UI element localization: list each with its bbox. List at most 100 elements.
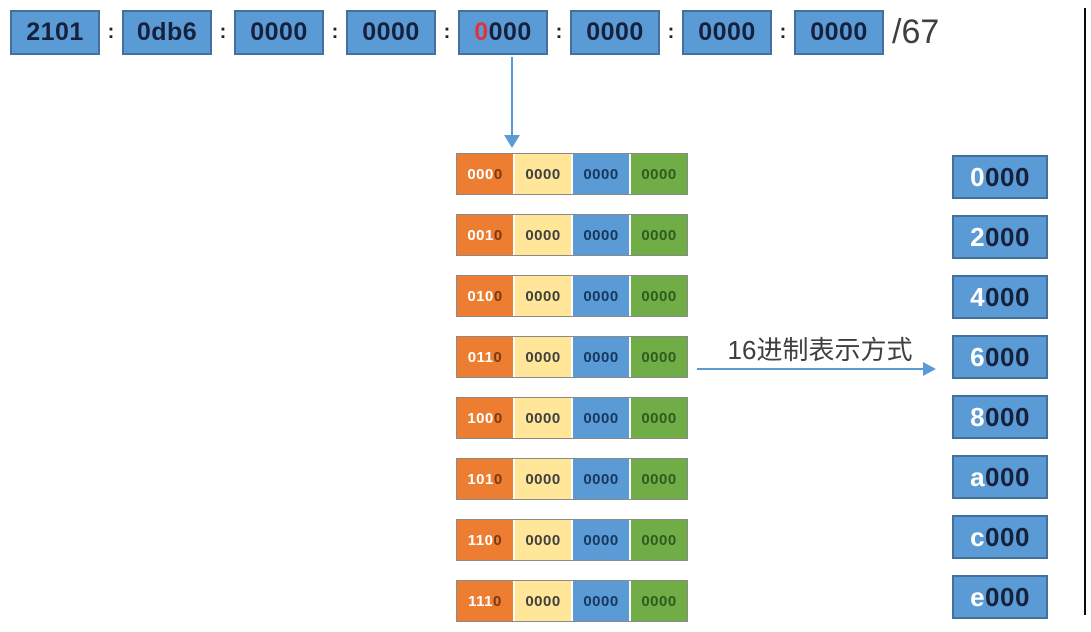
binary-group-cell: 0000: [515, 337, 571, 377]
binary-group-cell: 0000: [515, 276, 571, 316]
binary-group-cell: 0000: [515, 581, 571, 621]
address-segment-4: 0000: [346, 10, 436, 55]
binary-group-cell: 0000: [573, 337, 629, 377]
subnet-bits: 000: [467, 165, 494, 183]
host-bit: 0: [493, 531, 503, 549]
binary-group-cell: 0000: [573, 581, 629, 621]
binary-group-cell: 0000: [573, 154, 629, 194]
hex-subnet-digit: 4: [970, 281, 986, 312]
subnet-bits: 110: [467, 531, 494, 549]
address-segment-2: 0db6: [122, 10, 212, 55]
address-segment-8: 0000: [794, 10, 884, 55]
segment-separator: :: [107, 21, 115, 43]
binary-group-cell: 0000: [573, 398, 629, 438]
hex-rest: 000: [985, 581, 1030, 612]
right-arrow-line: [697, 368, 925, 370]
segment-text: 0000: [586, 18, 644, 46]
segment-text: 0000: [810, 18, 868, 46]
prefix-length-label: /67: [892, 13, 940, 51]
binary-group-cell: 0000: [631, 581, 687, 621]
segment-separator: :: [779, 21, 787, 43]
binary-group-cell: 0000: [631, 337, 687, 377]
page-border-line: [1084, 8, 1086, 615]
binary-group-cell: 0000: [631, 154, 687, 194]
binary-group-cell: 0000: [515, 154, 571, 194]
host-bit: 0: [493, 409, 503, 427]
subnet-bits: 100: [467, 409, 494, 427]
host-bit: 0: [493, 287, 503, 305]
subnet-bits: 101: [467, 470, 494, 488]
segment-text: 000: [488, 18, 532, 46]
binary-group-cell: 0000: [631, 215, 687, 255]
binary-group-cell: 0000: [515, 215, 571, 255]
segment-separator: :: [331, 21, 339, 43]
binary-group-cell: 0000: [631, 276, 687, 316]
hex-conversion-label: 16进制表示方式: [727, 335, 913, 365]
hex-rest: 000: [985, 161, 1030, 192]
hex-rest: 000: [985, 461, 1030, 492]
segment-separator: :: [555, 21, 563, 43]
binary-group-cell: 0000: [515, 398, 571, 438]
hex-rest: 000: [985, 521, 1030, 552]
hex-rest: 000: [985, 341, 1030, 372]
host-bit: 0: [493, 470, 503, 488]
binary-group-cell: 0000: [515, 520, 571, 560]
address-segment-1: 2101: [10, 10, 100, 55]
binary-group-cell: 0000: [573, 459, 629, 499]
binary-group-cell: 0000: [631, 520, 687, 560]
segment-text: 0000: [362, 18, 420, 46]
host-bit: 0: [493, 165, 503, 183]
binary-group-cell: 0000: [573, 215, 629, 255]
hex-subnet-digit: 2: [970, 221, 986, 252]
hex-subnet-digit: e: [970, 581, 986, 612]
host-bit: 0: [493, 348, 503, 366]
hex-subnet-digit: c: [970, 521, 986, 552]
subnet-bits: 010: [467, 287, 494, 305]
segment-separator: :: [667, 21, 675, 43]
hex-rest: 000: [985, 401, 1030, 432]
host-bit: 0: [493, 226, 503, 244]
segment-text: 0000: [698, 18, 756, 46]
address-segment-7: 0000: [682, 10, 772, 55]
binary-group-cell: 0000: [631, 398, 687, 438]
segment-text: 0000: [250, 18, 308, 46]
subnet-bits: 111: [468, 592, 494, 610]
subnet-bits: 001: [467, 226, 494, 244]
binary-group-cell: 0000: [515, 459, 571, 499]
down-arrow-icon: [504, 135, 520, 148]
binary-group-cell: 0000: [573, 276, 629, 316]
address-segment-6: 0000: [570, 10, 660, 55]
hex-rest: 000: [985, 221, 1030, 252]
hex-subnet-digit: 6: [970, 341, 986, 372]
address-segment-3: 0000: [234, 10, 324, 55]
host-bit: 0: [493, 592, 502, 610]
segment-separator: :: [219, 21, 227, 43]
binary-group-cell: 0000: [573, 520, 629, 560]
